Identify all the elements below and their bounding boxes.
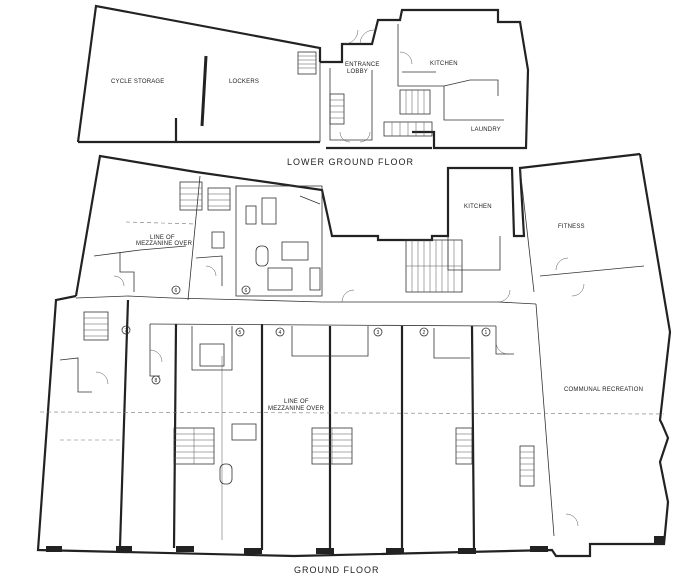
room-laundry: LAUNDRY xyxy=(471,127,501,133)
unit-marker-3: 3 xyxy=(377,330,380,336)
unit-marker-1: 1 xyxy=(485,330,488,336)
room-cycle-storage: CYCLE STORAGE xyxy=(111,79,165,85)
lower-stair-right xyxy=(383,89,433,137)
unit-marker-8: 8 xyxy=(155,378,158,384)
room-fitness: FITNESS xyxy=(558,224,585,230)
room-entrance-lobby-line2: LOBBY xyxy=(347,69,368,75)
note-mezzanine-left-line2: MEZZANINE OVER xyxy=(136,241,193,247)
room-communal-recreation: COMMUNAL RECREATION xyxy=(564,387,643,393)
floor-title-ground: GROUND FLOOR xyxy=(294,565,380,575)
room-kitchen-lower: KITCHEN xyxy=(430,61,458,67)
unit-marker-2: 2 xyxy=(423,330,426,336)
note-mezzanine-mid-line1: LINE OF xyxy=(284,399,309,405)
lower-stair-left xyxy=(297,51,345,125)
ground-floor-plan: 7 6 6 5 4 3 2 1 8 KITCHEN FITNESS COMMUN… xyxy=(36,152,672,575)
note-mezzanine-mid-line2: MEZZANINE OVER xyxy=(268,406,325,412)
room-lockers: LOCKERS xyxy=(229,79,259,85)
unit-marker-6b: 6 xyxy=(245,288,248,294)
unit-marker-5: 5 xyxy=(239,330,242,336)
unit-marker-7: 7 xyxy=(125,328,128,334)
lower-ground-floor-plan: CYCLE STORAGE LOCKERS ENTRANCE LOBBY KIT… xyxy=(76,4,530,167)
unit-marker-6a: 6 xyxy=(175,288,178,294)
room-entrance-lobby-line1: ENTRANCE xyxy=(345,62,380,68)
note-mezzanine-left-line1: LINE OF xyxy=(150,235,175,241)
room-kitchen-ground: KITCHEN xyxy=(464,204,492,210)
unit-stairs xyxy=(173,427,535,487)
floor-title-lower-ground: LOWER GROUND FLOOR xyxy=(287,157,414,167)
ground-stair-core xyxy=(405,239,463,293)
unit-marker-4: 4 xyxy=(279,330,282,336)
